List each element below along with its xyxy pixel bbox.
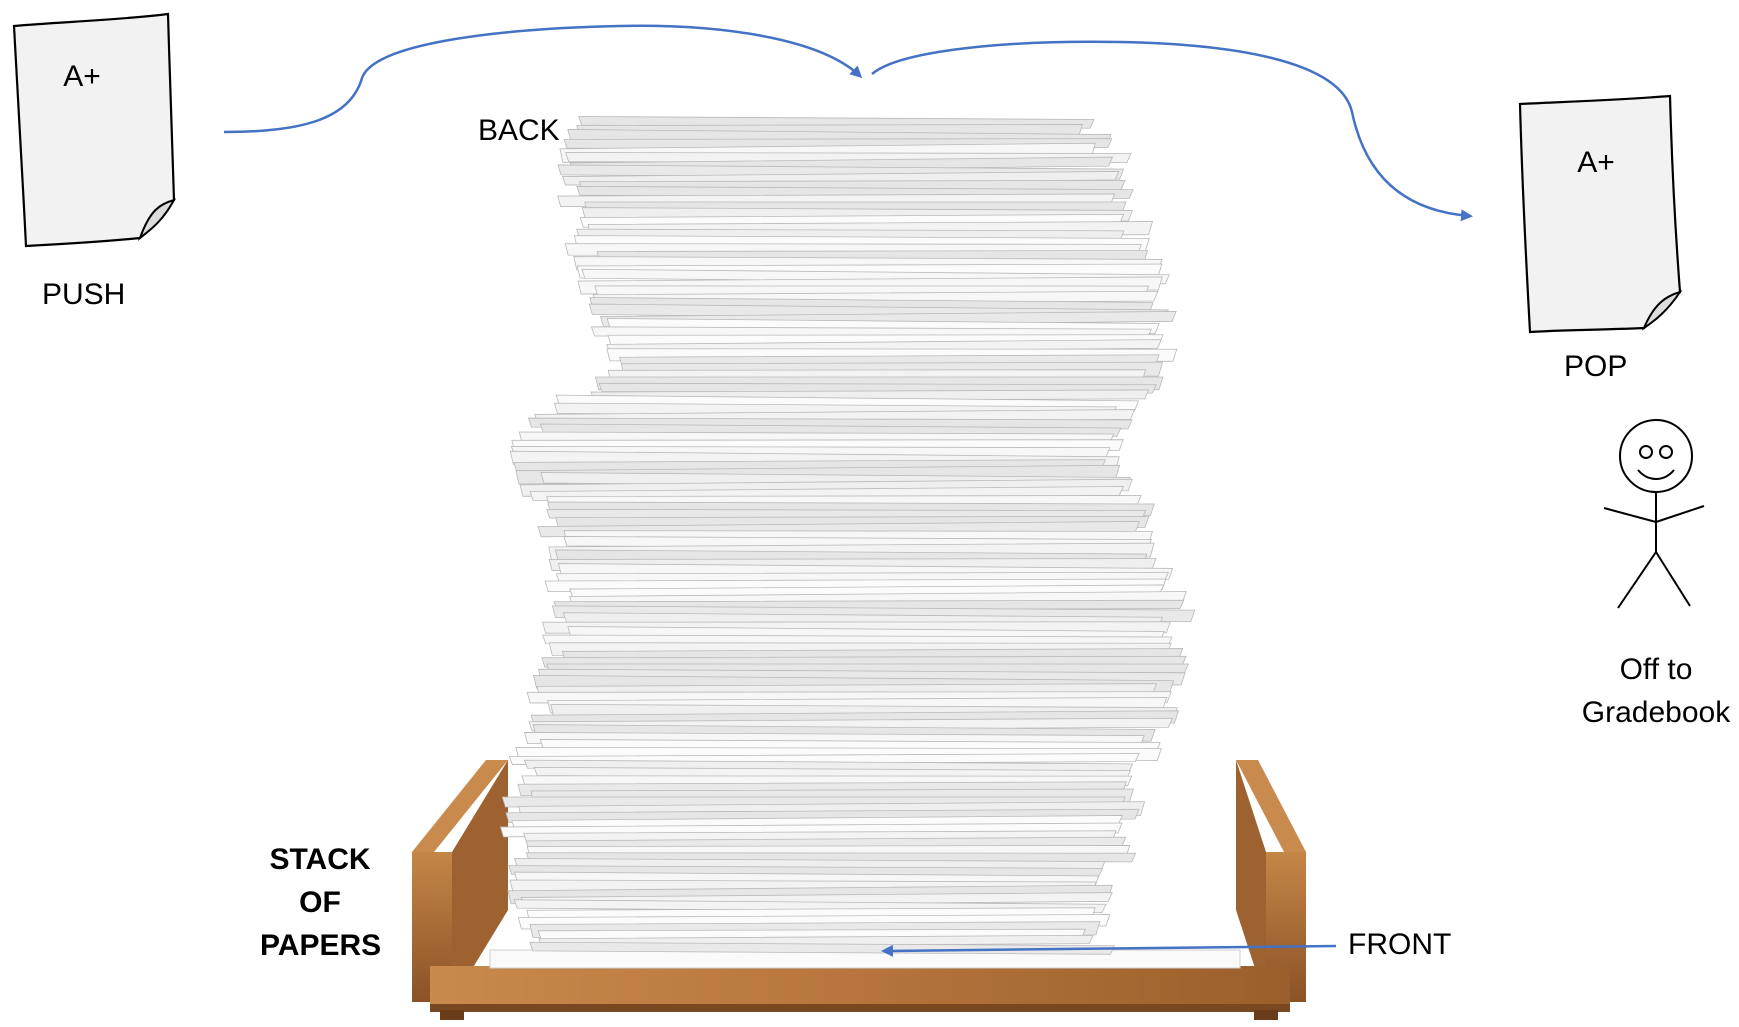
front-label: FRONT: [1348, 928, 1452, 961]
gradebook-label-line2: Gradebook: [1581, 696, 1731, 729]
stack-of-papers-label: STACK OF PAPERS: [260, 838, 382, 967]
paper-stack: [499, 116, 1196, 955]
push-paper-grade: A+: [63, 60, 101, 93]
push-paper-icon: A+: [12, 12, 177, 248]
push-arrow: [223, 24, 863, 134]
paper-tray: [412, 760, 1306, 1020]
stack-label-line2: OF: [299, 886, 341, 919]
pop-label: POP: [1564, 350, 1628, 383]
pop-paper-grade: A+: [1577, 146, 1615, 179]
pop-paper-icon: A+: [1518, 94, 1683, 334]
pop-arrow: [871, 40, 1473, 222]
push-label: PUSH: [42, 278, 126, 311]
stick-figure-icon: [1603, 419, 1705, 609]
stack-label-line1: STACK: [269, 843, 371, 876]
gradebook-label: Off to Gradebook: [1566, 648, 1739, 734]
front-arrow: [881, 944, 1337, 957]
stack-label-line3: PAPERS: [260, 929, 382, 962]
gradebook-label-line1: Off to: [1619, 653, 1693, 686]
back-label: BACK: [478, 114, 560, 147]
